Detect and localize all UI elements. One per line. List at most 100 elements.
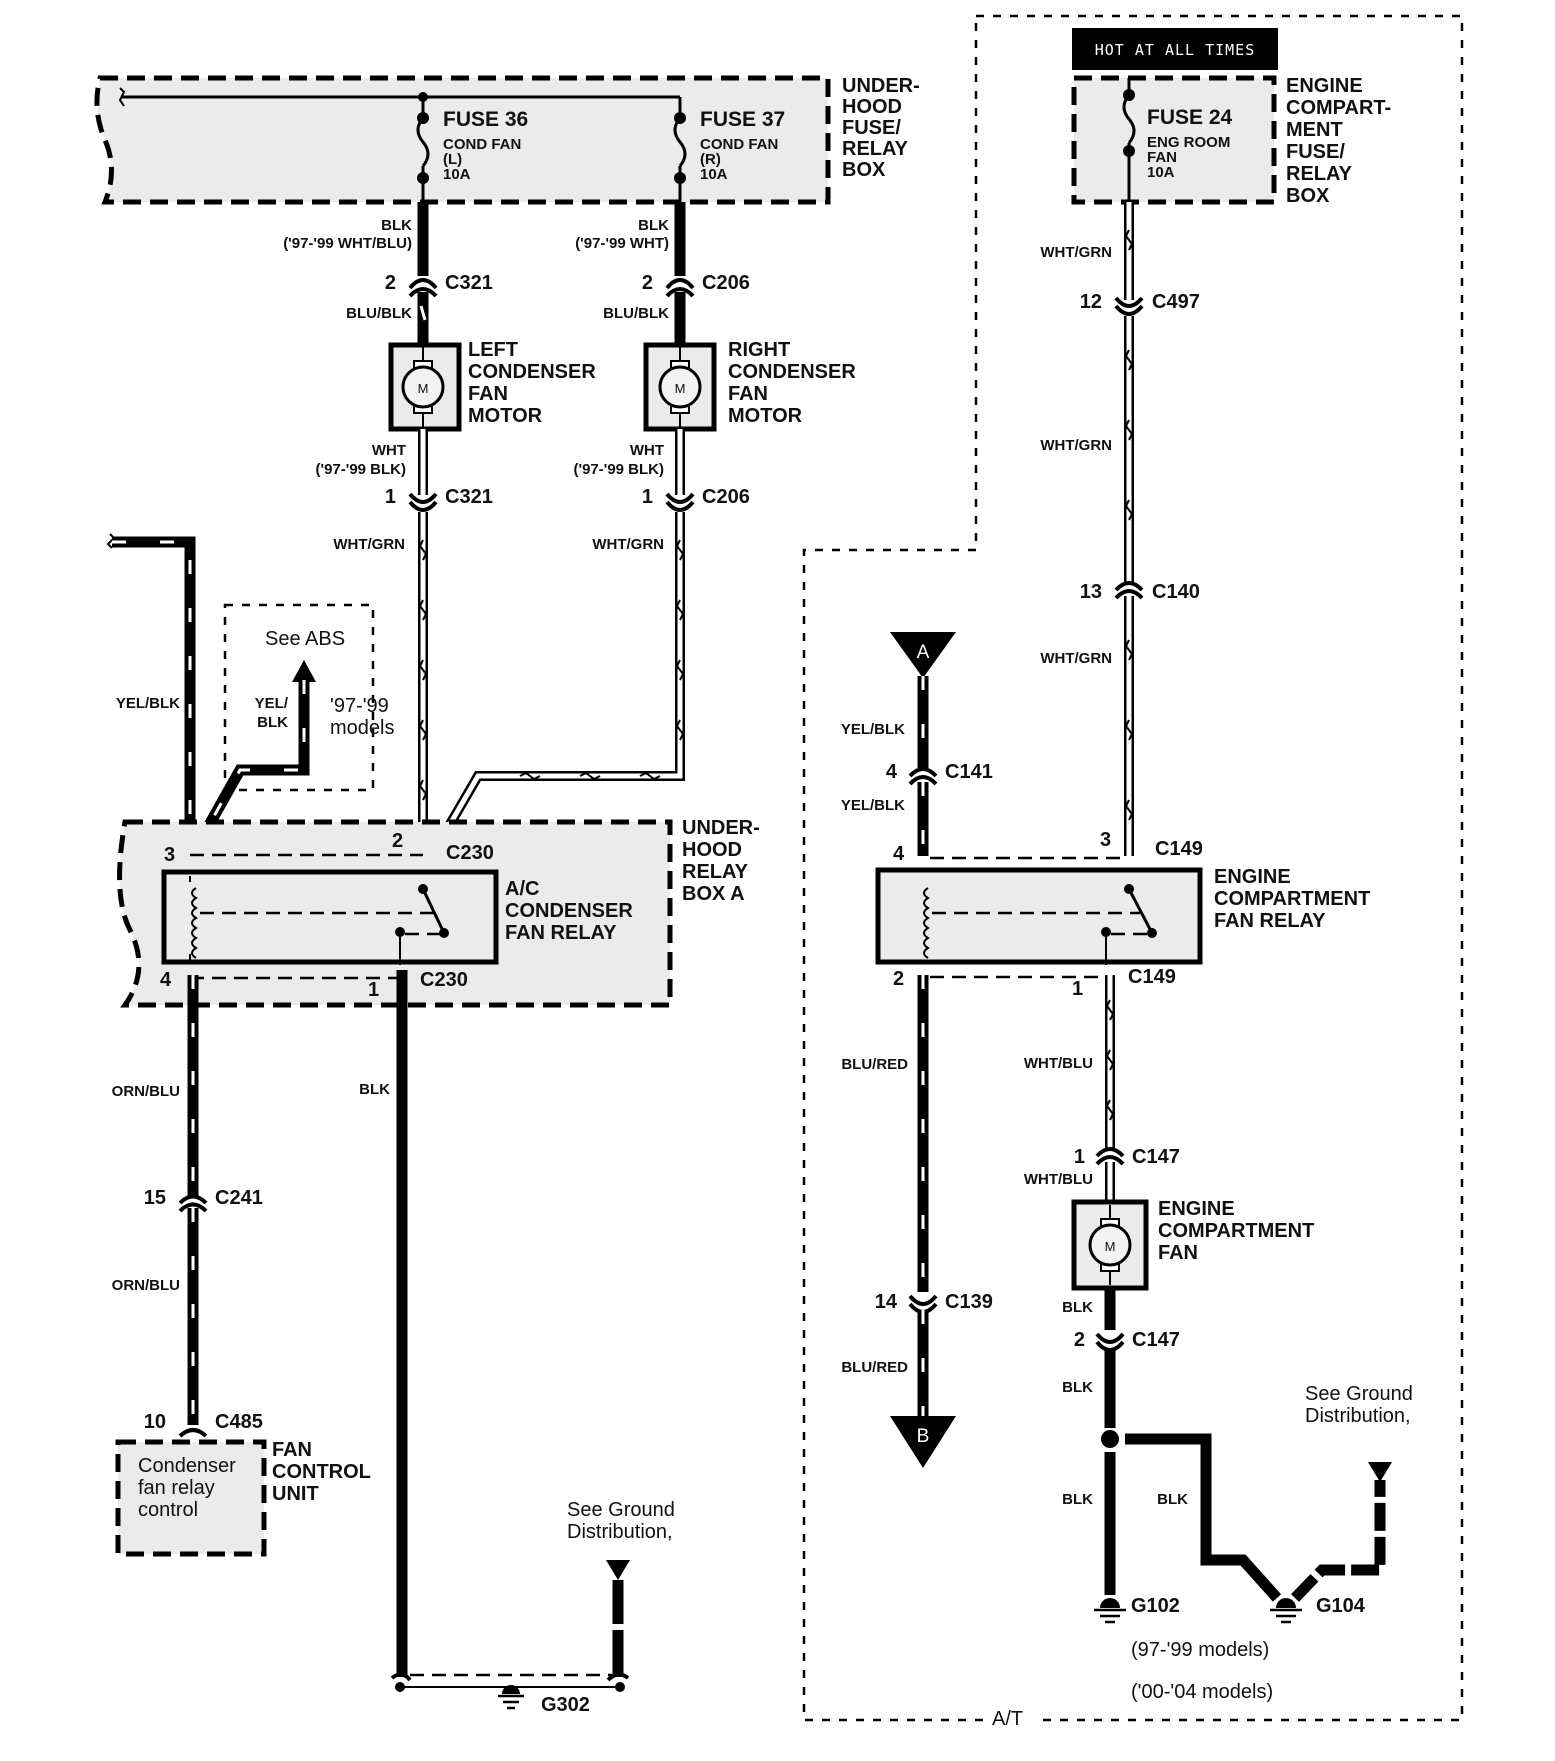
connector-icon bbox=[908, 1294, 938, 1306]
connector-name[interactable]: C230 bbox=[420, 969, 468, 991]
fuse-36-name: FUSE 36 bbox=[443, 108, 528, 131]
label-line: BOX bbox=[842, 159, 886, 181]
wire-color-label: BLK bbox=[359, 1081, 390, 1098]
wire-break-icon bbox=[106, 533, 116, 549]
connector-pin: 12 bbox=[1080, 291, 1102, 313]
right-condenser-fan-circuit: BLK ('97-'99 WHT) 2 C206 BLU/BLK M RIGHT… bbox=[430, 202, 856, 853]
pin-number: 3 bbox=[1100, 829, 1111, 851]
engine-fan-circuit: WHT/BLU 1 C147 WHT/BLU M ENGINE COMPARTM… bbox=[1024, 975, 1413, 1703]
motor-symbol: M bbox=[1105, 1239, 1116, 1254]
connector-icon bbox=[665, 492, 695, 504]
wire-color-label: BLK bbox=[257, 714, 288, 731]
wire-color-label: BLU/BLK bbox=[346, 305, 412, 322]
wire-color-label: YEL/BLK bbox=[116, 695, 180, 712]
connector-icon bbox=[408, 492, 438, 504]
wire-color-label: BLK bbox=[1062, 1491, 1093, 1508]
relay-label: A/C bbox=[505, 878, 539, 900]
motor-label: LEFT bbox=[468, 339, 518, 361]
ac-condenser-fan-relay[interactable] bbox=[161, 869, 499, 965]
arrow-up-icon bbox=[292, 660, 316, 682]
label-line: RELAY bbox=[842, 138, 909, 160]
fan-control-unit[interactable] bbox=[115, 1439, 267, 1557]
connector-name[interactable]: C206 bbox=[702, 486, 750, 508]
wire-color-label: WHT/GRN bbox=[592, 536, 664, 553]
ground-g104-icon bbox=[1270, 1598, 1302, 1624]
wire-color-label: WHT/BLU bbox=[1024, 1055, 1093, 1072]
wire-color-label: YEL/BLK bbox=[841, 797, 905, 814]
ground-icon bbox=[498, 1685, 524, 1710]
wire-color-label: BLK bbox=[638, 217, 669, 234]
wire-color-label: BLK bbox=[1157, 1491, 1188, 1508]
motor-label: CONDENSER bbox=[728, 361, 856, 383]
box-label: BOX A bbox=[682, 883, 745, 905]
label-line: UNDER- bbox=[842, 75, 920, 97]
fuse-24-name: FUSE 24 bbox=[1147, 106, 1233, 129]
ground-note[interactable]: Distribution, bbox=[1305, 1405, 1411, 1427]
see-abs-note[interactable]: See ABS bbox=[265, 628, 345, 650]
fuse-37-icon bbox=[673, 97, 687, 202]
wire-color-label: WHT/GRN bbox=[1040, 244, 1112, 261]
connector-name[interactable]: C230 bbox=[446, 842, 494, 864]
g302-ground-circuit: BLK See Ground Distribution, G302 bbox=[359, 970, 675, 1716]
underhood-fuse-box-label: UNDER- HOOD FUSE/ RELAY BOX bbox=[842, 75, 920, 181]
relay-switch-icon bbox=[421, 888, 446, 934]
connector-name[interactable]: C321 bbox=[445, 272, 493, 294]
motor-label: RIGHT bbox=[728, 339, 790, 361]
connector-name[interactable]: C497 bbox=[1152, 291, 1200, 313]
connector-name[interactable]: C485 bbox=[215, 1411, 263, 1433]
orn-blu-circuit: ORN/BLU 15 C241 ORN/BLU 10 C485 Condense… bbox=[112, 975, 371, 1557]
motor-icon: M bbox=[1088, 1203, 1132, 1287]
engine-fan-relay-body[interactable] bbox=[875, 867, 1203, 965]
motor-icon: M bbox=[658, 345, 702, 429]
ground-note[interactable]: See Ground bbox=[567, 1499, 675, 1521]
ground-label: G302 bbox=[541, 1694, 590, 1716]
engine-relay-feed-circuit: WHT/GRN 12 C497 WHT/GRN 13 C140 WHT/GRN bbox=[1040, 202, 1200, 856]
connector-name[interactable]: C149 bbox=[1128, 966, 1176, 988]
connection-flag-b-icon[interactable] bbox=[890, 1416, 956, 1468]
connector-name[interactable]: C149 bbox=[1155, 838, 1203, 860]
wire-alt-color-label: ('97-'99 WHT) bbox=[575, 235, 669, 252]
connection-flag-a-icon[interactable] bbox=[890, 632, 956, 678]
connector-icon bbox=[1095, 1332, 1125, 1344]
ground-note[interactable]: Distribution, bbox=[567, 1521, 673, 1543]
connector-name[interactable]: C206 bbox=[702, 272, 750, 294]
connector-name[interactable]: C147 bbox=[1132, 1329, 1180, 1351]
fuse-37-rating: 10A bbox=[700, 166, 728, 183]
label-line: FUSE/ bbox=[842, 117, 901, 139]
box-label: ENGINE bbox=[1286, 75, 1363, 97]
pin-number: 4 bbox=[893, 843, 905, 865]
section-label: A/T bbox=[992, 1708, 1023, 1730]
fuse-36-rating: 10A bbox=[443, 166, 471, 183]
wire-color-label: YEL/ bbox=[255, 695, 289, 712]
fan-label: ENGINE bbox=[1158, 1198, 1235, 1220]
connector-icon bbox=[908, 767, 938, 778]
connector-pin: 1 bbox=[385, 486, 396, 508]
models-note: ('00-'04 models) bbox=[1131, 1681, 1273, 1703]
connector-icon bbox=[1114, 581, 1144, 592]
connector-pin: 13 bbox=[1080, 581, 1102, 603]
connector-name[interactable]: C139 bbox=[945, 1291, 993, 1313]
wire-color-label: YEL/BLK bbox=[841, 721, 905, 738]
connector-name[interactable]: C241 bbox=[215, 1187, 263, 1209]
connector-name[interactable]: C140 bbox=[1152, 581, 1200, 603]
unit-label: CONTROL bbox=[272, 1461, 371, 1483]
relay-label: FAN RELAY bbox=[505, 922, 617, 944]
yel-blk-a-circuit: A YEL/BLK 4 C141 YEL/BLK bbox=[841, 632, 993, 856]
connector-pin: 2 bbox=[642, 272, 653, 294]
connector-name[interactable]: C147 bbox=[1132, 1146, 1180, 1168]
wire-color-label: BLK bbox=[1062, 1299, 1093, 1316]
connector-name[interactable]: C141 bbox=[945, 761, 993, 783]
connector-pin: 2 bbox=[385, 272, 396, 294]
wire-color-label: WHT/GRN bbox=[1040, 437, 1112, 454]
motor-label: FAN bbox=[468, 383, 508, 405]
wire-alt-color-label: ('97-'99 BLK) bbox=[574, 461, 664, 478]
fuse-37-name: FUSE 37 bbox=[700, 108, 785, 131]
ground-note[interactable]: See Ground bbox=[1305, 1383, 1413, 1405]
connector-name[interactable]: C321 bbox=[445, 486, 493, 508]
pin-number: 3 bbox=[164, 844, 175, 866]
fuse-36-desc: COND FAN bbox=[443, 136, 521, 153]
relay-switch-icon bbox=[1127, 888, 1154, 934]
box-label: RELAY bbox=[682, 861, 749, 883]
wire-color-label: BLU/RED bbox=[841, 1359, 908, 1376]
connector-pin: 15 bbox=[144, 1187, 166, 1209]
